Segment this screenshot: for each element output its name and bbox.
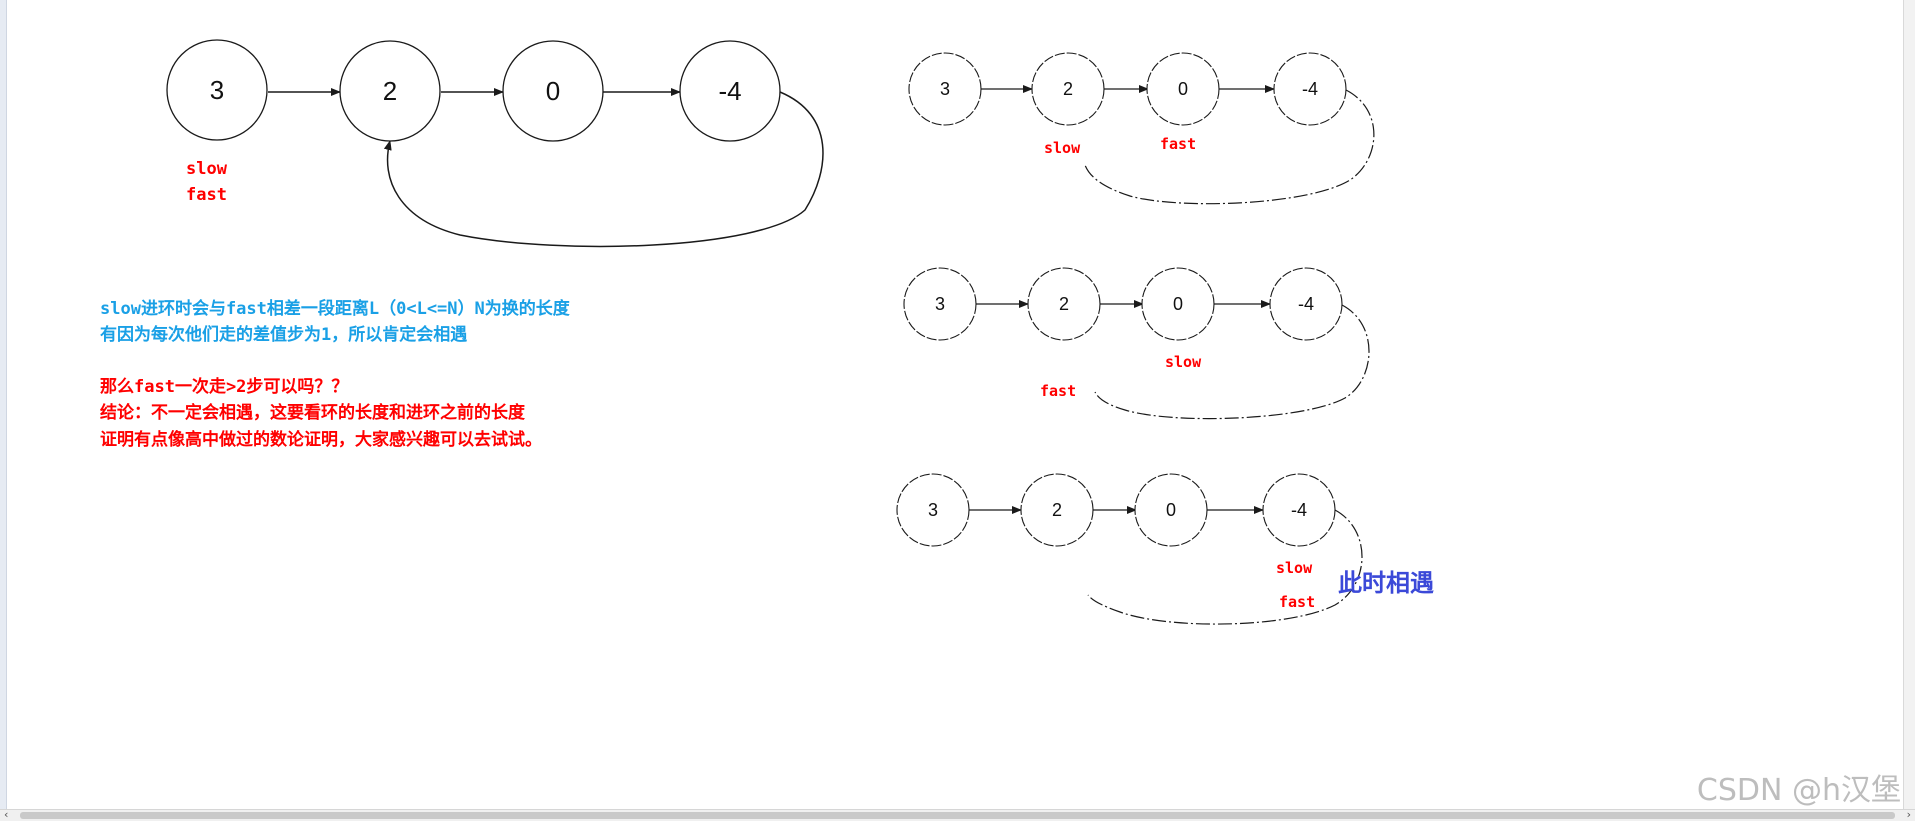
main-node-value-1: 2 [383,76,397,106]
main-fast-label: fast [186,185,227,205]
step1-node-value-1: 2 [1063,79,1073,99]
main-node-circle-3 [679,40,781,142]
step3-node-value-2: 0 [1166,500,1176,520]
step1-diagram: 3 2 0 -4 slow fast [908,52,1375,205]
step2-node-value-2: 0 [1173,294,1183,314]
step1-node-circle-2 [1146,52,1220,126]
step2-node-circle-2 [1141,267,1215,341]
step3-node-value-0: 3 [928,500,938,520]
step2-slow-label: slow [1165,353,1202,371]
main-node-circle-2 [502,40,604,142]
note-line-4: 结论：不一定会相遇，这要看环的长度和进环之前的长度 [100,403,525,423]
scroll-left-arrow-icon[interactable]: ‹ [4,808,9,821]
scroll-right-arrow-icon[interactable]: › [1906,808,1911,821]
step1-fast-label: fast [1160,135,1196,153]
step3-meet-label: 此时相遇 [1338,569,1434,597]
main-slow-label: slow [186,159,228,179]
step3-fast-label: fast [1279,593,1315,611]
main-node-value-3: -4 [718,76,741,106]
step3-node-circle-2 [1134,473,1208,547]
step3-node-circle-3 [1262,473,1336,547]
step1-node-circle-0 [908,52,982,126]
step1-node-circle-1 [1031,52,1105,126]
step2-node-value-1: 2 [1059,294,1069,314]
step1-slow-label: slow [1044,139,1081,157]
step1-node-value-3: -4 [1302,79,1318,99]
main-cycle-arrow [383,91,824,248]
main-node-value-0: 3 [210,75,224,105]
left-panel-edge [0,0,7,810]
step2-node-circle-3 [1269,267,1343,341]
step3-node-value-1: 2 [1052,500,1062,520]
step3-node-value-3: -4 [1291,500,1307,520]
step3-node-circle-1 [1020,473,1094,547]
step1-node-circle-3 [1273,52,1347,126]
step3-diagram: 3 2 0 -4 slow fast 此时相遇 [896,473,1434,625]
csdn-watermark: CSDN @h汉堡 [1696,773,1901,808]
step2-node-circle-0 [903,267,977,341]
main-diagram: 3 2 0 -4 slow fast [166,39,824,248]
step2-cycle-arrow [1094,304,1370,420]
step3-slow-label: slow [1276,559,1313,577]
step1-node-value-0: 3 [940,79,950,99]
step3-cycle-arrow [1087,509,1363,625]
note-line-2: 有因为每次他们走的差值步为1，所以肯定会相遇 [100,325,468,345]
horizontal-scrollbar[interactable]: ‹ › [0,808,1915,821]
step2-node-circle-1 [1027,267,1101,341]
step2-node-value-3: -4 [1298,294,1314,314]
note-line-3: 那么fast一次走>2步可以吗？？ [100,377,349,397]
vertical-scrollbar[interactable] [1903,0,1915,810]
step3-node-circle-0 [896,473,970,547]
step1-cycle-arrow [1084,89,1375,205]
main-node-value-2: 0 [546,76,560,106]
note-line-5: 证明有点像高中做过的数论证明，大家感兴趣可以去试试。 [100,430,542,450]
main-node-circle-1 [339,40,441,142]
step1-node-value-2: 0 [1178,79,1188,99]
horizontal-scroll-thumb[interactable] [20,812,1895,819]
note-line-1: slow进环时会与fast相差一段距离L（0<L<=N）N为换的长度 [100,299,570,319]
step2-diagram: 3 2 0 -4 slow fast [903,267,1370,420]
main-node-circle-0 [166,39,268,141]
step2-fast-label: fast [1040,382,1076,400]
step2-node-value-0: 3 [935,294,945,314]
